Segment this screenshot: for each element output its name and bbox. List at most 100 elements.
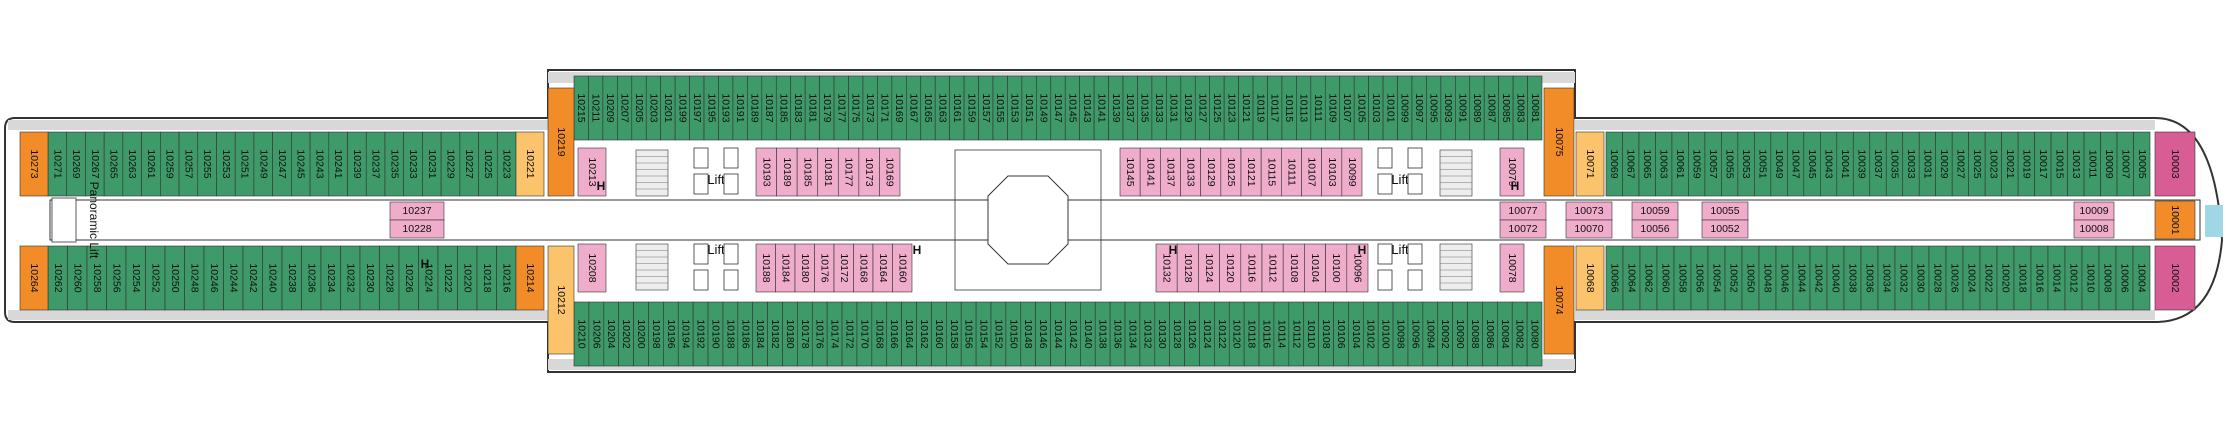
interior-cabin[interactable]: 10070 xyxy=(1565,219,1613,239)
interior-cabin[interactable]: 10189 xyxy=(776,147,798,197)
interior-cabin[interactable]: 10141 xyxy=(1139,147,1161,197)
interior-cabin[interactable]: 10059 xyxy=(1631,201,1679,221)
balcony-cabin[interactable]: 10237 xyxy=(365,131,386,197)
balcony-cabin[interactable]: 10006 xyxy=(2115,245,2134,311)
balcony-cabin[interactable]: 10090 xyxy=(1452,301,1468,367)
balcony-cabin[interactable]: 10267 xyxy=(85,131,105,197)
balcony-cabin[interactable]: 10174 xyxy=(826,301,843,367)
balcony-cabin[interactable]: 10035 xyxy=(1885,131,1904,197)
balcony-cabin[interactable]: 10008 xyxy=(2098,245,2117,311)
balcony-cabin[interactable]: 10220 xyxy=(457,245,478,311)
interior-cabin[interactable]: 10168 xyxy=(853,243,874,293)
balcony-cabin[interactable]: 10096 xyxy=(1407,301,1424,367)
balcony-cabin[interactable]: 10248 xyxy=(184,245,205,311)
balcony-cabin[interactable]: 10033 xyxy=(1902,131,1920,197)
balcony-cabin[interactable]: 10066 xyxy=(1605,245,1624,311)
balcony-cabin[interactable]: 10259 xyxy=(160,131,180,197)
interior-cabin[interactable]: 10107 xyxy=(1301,147,1322,197)
balcony-cabin[interactable]: 10022 xyxy=(1979,245,1998,311)
suite-cabin[interactable]: 10264 xyxy=(19,245,49,311)
balcony-cabin[interactable]: 10057 xyxy=(1704,131,1722,197)
balcony-cabin[interactable]: 10040 xyxy=(1826,245,1845,311)
balcony-cabin[interactable]: 10019 xyxy=(2017,131,2035,197)
balcony-cabin[interactable]: 10097 xyxy=(1411,75,1427,141)
interior-cabin[interactable]: 10208 xyxy=(577,243,607,293)
balcony-cabin[interactable]: 10083 xyxy=(1512,75,1528,141)
interior-cabin[interactable]: 10077 xyxy=(1499,201,1547,221)
balcony-cabin[interactable]: 10197 xyxy=(689,75,705,141)
balcony-cabin[interactable]: 10135 xyxy=(1137,75,1153,141)
balcony-cabin[interactable]: 10146 xyxy=(1035,301,1051,367)
balcony-cabin[interactable]: 10149 xyxy=(1036,75,1052,141)
balcony-cabin[interactable]: 10181 xyxy=(804,75,820,141)
balcony-cabin[interactable]: 10051 xyxy=(1754,131,1772,197)
balcony-cabin[interactable]: 10060 xyxy=(1656,245,1675,311)
balcony-cabin[interactable]: 10039 xyxy=(1852,131,1871,197)
balcony-cabin[interactable]: 10113 xyxy=(1296,75,1312,141)
balcony-cabin[interactable]: 10161 xyxy=(949,75,965,141)
forward-suite-cabin[interactable]: 10002 xyxy=(2154,245,2196,311)
balcony-cabin[interactable]: 10155 xyxy=(992,75,1008,141)
balcony-cabin[interactable]: 10110 xyxy=(1303,301,1319,367)
interior-cabin[interactable]: 10072 xyxy=(1499,219,1547,239)
balcony-cabin[interactable]: 10192 xyxy=(692,301,709,367)
balcony-cabin[interactable]: 10225 xyxy=(478,131,498,197)
balcony-cabin[interactable]: 10061 xyxy=(1671,131,1689,197)
interior-cabin[interactable]: 10213 xyxy=(577,147,607,197)
balcony-cabin[interactable]: 10069 xyxy=(1605,131,1623,197)
balcony-cabin[interactable]: 10139 xyxy=(1108,75,1124,141)
balcony-cabin[interactable]: 10228 xyxy=(379,245,400,311)
balcony-cabin[interactable]: 10021 xyxy=(2001,131,2019,197)
suite-cabin[interactable]: 10068 xyxy=(1575,245,1605,311)
balcony-cabin[interactable]: 10131 xyxy=(1166,75,1182,141)
balcony-cabin[interactable]: 10105 xyxy=(1353,75,1369,141)
balcony-cabin[interactable]: 10245 xyxy=(291,131,311,197)
balcony-cabin[interactable]: 10134 xyxy=(1124,301,1141,367)
balcony-cabin[interactable]: 10223 xyxy=(496,131,517,197)
balcony-cabin[interactable]: 10050 xyxy=(1741,245,1760,311)
balcony-cabin[interactable]: 10130 xyxy=(1154,301,1170,367)
balcony-cabin[interactable]: 10044 xyxy=(1792,245,1811,311)
balcony-cabin[interactable]: 10241 xyxy=(328,131,348,197)
balcony-cabin[interactable]: 10106 xyxy=(1333,301,1349,367)
balcony-cabin[interactable]: 10148 xyxy=(1020,301,1036,367)
balcony-cabin[interactable]: 10201 xyxy=(660,75,676,141)
balcony-cabin[interactable]: 10176 xyxy=(811,301,828,367)
balcony-cabin[interactable]: 10020 xyxy=(1996,245,2015,311)
balcony-cabin[interactable]: 10015 xyxy=(2050,131,2068,197)
suite-cabin[interactable]: 10273 xyxy=(19,131,49,197)
balcony-cabin[interactable]: 10055 xyxy=(1721,131,1739,197)
balcony-cabin[interactable]: 10045 xyxy=(1803,131,1821,197)
balcony-cabin[interactable]: 10239 xyxy=(347,131,367,197)
balcony-cabin[interactable]: 10171 xyxy=(877,75,893,141)
balcony-cabin[interactable]: 10151 xyxy=(1021,75,1037,141)
balcony-cabin[interactable]: 10263 xyxy=(122,131,142,197)
balcony-cabin[interactable]: 10216 xyxy=(496,245,517,311)
balcony-cabin[interactable]: 10085 xyxy=(1498,75,1514,141)
balcony-cabin[interactable]: 10132 xyxy=(1139,301,1156,367)
balcony-cabin[interactable]: 10260 xyxy=(67,245,88,311)
interior-cabin[interactable]: 10056 xyxy=(1631,219,1679,239)
suite-cabin[interactable]: 10074 xyxy=(1543,245,1575,355)
suite-cabin[interactable]: 10219 xyxy=(547,87,575,197)
balcony-cabin[interactable]: 10172 xyxy=(841,301,858,367)
suite-cabin[interactable]: 10221 xyxy=(515,131,545,197)
balcony-cabin[interactable]: 10207 xyxy=(617,75,633,141)
interior-cabin[interactable]: 10237 xyxy=(389,201,445,221)
interior-cabin[interactable]: 10104 xyxy=(1304,243,1326,293)
balcony-cabin[interactable]: 10063 xyxy=(1655,131,1673,197)
balcony-cabin[interactable]: 10238 xyxy=(281,245,302,311)
forward-suite-cabin[interactable]: 10003 xyxy=(2154,131,2196,197)
balcony-cabin[interactable]: 10143 xyxy=(1079,75,1095,141)
balcony-cabin[interactable]: 10099 xyxy=(1397,75,1413,141)
balcony-cabin[interactable]: 10119 xyxy=(1252,75,1268,141)
balcony-cabin[interactable]: 10202 xyxy=(618,301,634,367)
balcony-cabin[interactable]: 10084 xyxy=(1497,301,1513,367)
interior-cabin[interactable]: 10108 xyxy=(1282,243,1305,293)
balcony-cabin[interactable]: 10247 xyxy=(272,131,292,197)
interior-cabin[interactable]: 10160 xyxy=(892,243,913,293)
interior-cabin[interactable]: 10185 xyxy=(796,147,819,197)
balcony-cabin[interactable]: 10046 xyxy=(1775,245,1794,311)
balcony-cabin[interactable]: 10103 xyxy=(1368,75,1384,141)
interior-cabin[interactable]: 10078 xyxy=(1499,243,1525,293)
